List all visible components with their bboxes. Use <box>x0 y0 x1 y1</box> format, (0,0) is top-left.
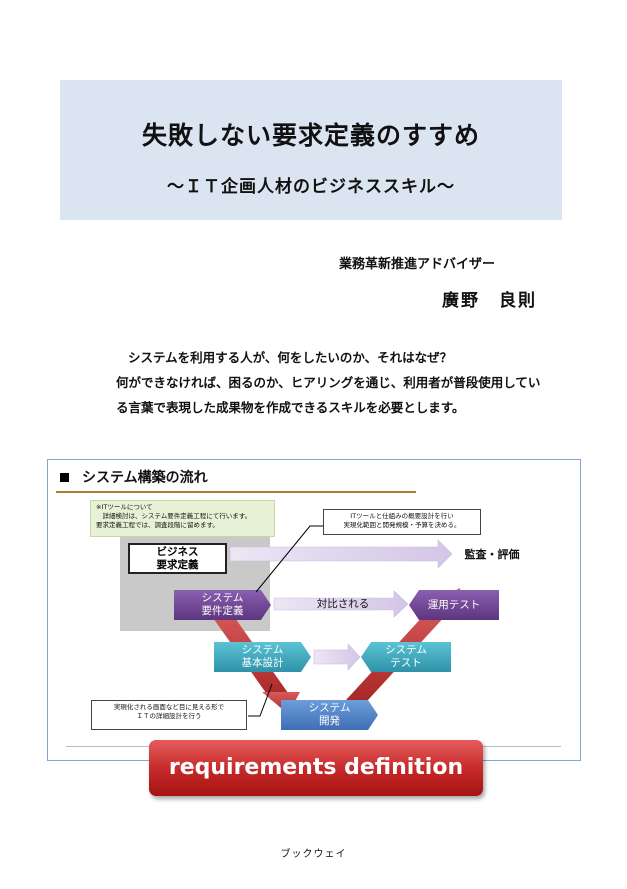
box-business-requirements: ビジネス要求定義 <box>128 543 227 574</box>
shape-operation-test <box>409 590 499 620</box>
system-flow-figure: システム構築の流れ <box>47 459 581 761</box>
callout-line-detail <box>248 683 273 717</box>
title-box: 失敗しない要求定義のすすめ 〜ＩＴ企画人材のビジネススキル〜 <box>60 80 562 220</box>
shape-development <box>281 700 378 730</box>
flow-diagram-graphics <box>120 525 499 730</box>
label-operation-test: 運用テスト <box>427 598 481 611</box>
publisher-name: ブックウェイ <box>280 849 347 860</box>
figure-heading-rule <box>56 491 416 493</box>
author-name: 廣野 良則 <box>442 291 537 311</box>
shape-basic-design <box>214 642 311 672</box>
note-architecture: ITツールと仕組みの概要設計を行い 実現化範囲と開発規模・予算を決める。 <box>323 509 481 535</box>
book-subtitle: 〜ＩＴ企画人材のビジネススキル〜 <box>167 177 455 197</box>
intro-line-1: システムを利用する人が、何をしたいのか、それはなぜ？ <box>128 350 453 365</box>
callout-line-arch <box>255 525 324 593</box>
note-it-tools: ※ITツールについて 詳細検討は、システム要件定義工程にて行います。 要求定義工… <box>90 500 275 537</box>
shape-system-test <box>361 642 451 672</box>
square-bullet-icon <box>60 473 69 482</box>
arrow-basic-to-systest <box>313 643 361 671</box>
label-development: システム開発 <box>308 702 351 727</box>
author-role: 業務革新推進アドバイザー <box>339 257 496 272</box>
intro-line-2: 何ができなければ、困るのか、ヒアリングを通じ、利用者が普段使用してい <box>116 375 541 390</box>
label-audit-evaluation: 監査・評価 <box>464 547 520 561</box>
label-basic-design: システム基本設計 <box>241 644 284 669</box>
label-system-requirements: システム要件定義 <box>201 592 244 617</box>
arrow-business-to-audit <box>229 539 453 569</box>
label-system-test: システムテスト <box>385 644 427 669</box>
label-contrasted: 対比される <box>316 597 370 610</box>
note-detail-design: 実現化される画面など目に見える形で ＩＴの詳細設計を行う <box>91 700 247 730</box>
arrow-req-to-optest <box>273 590 409 618</box>
requirements-definition-banner: requirements definition <box>149 740 483 796</box>
shape-system-requirements <box>174 590 271 620</box>
book-title: 失敗しない要求定義のすすめ <box>141 121 480 150</box>
intro-line-3: る言葉で表現した成果物を作成できるスキルを必要とします。 <box>116 400 465 415</box>
figure-heading: システム構築の流れ <box>82 470 208 486</box>
